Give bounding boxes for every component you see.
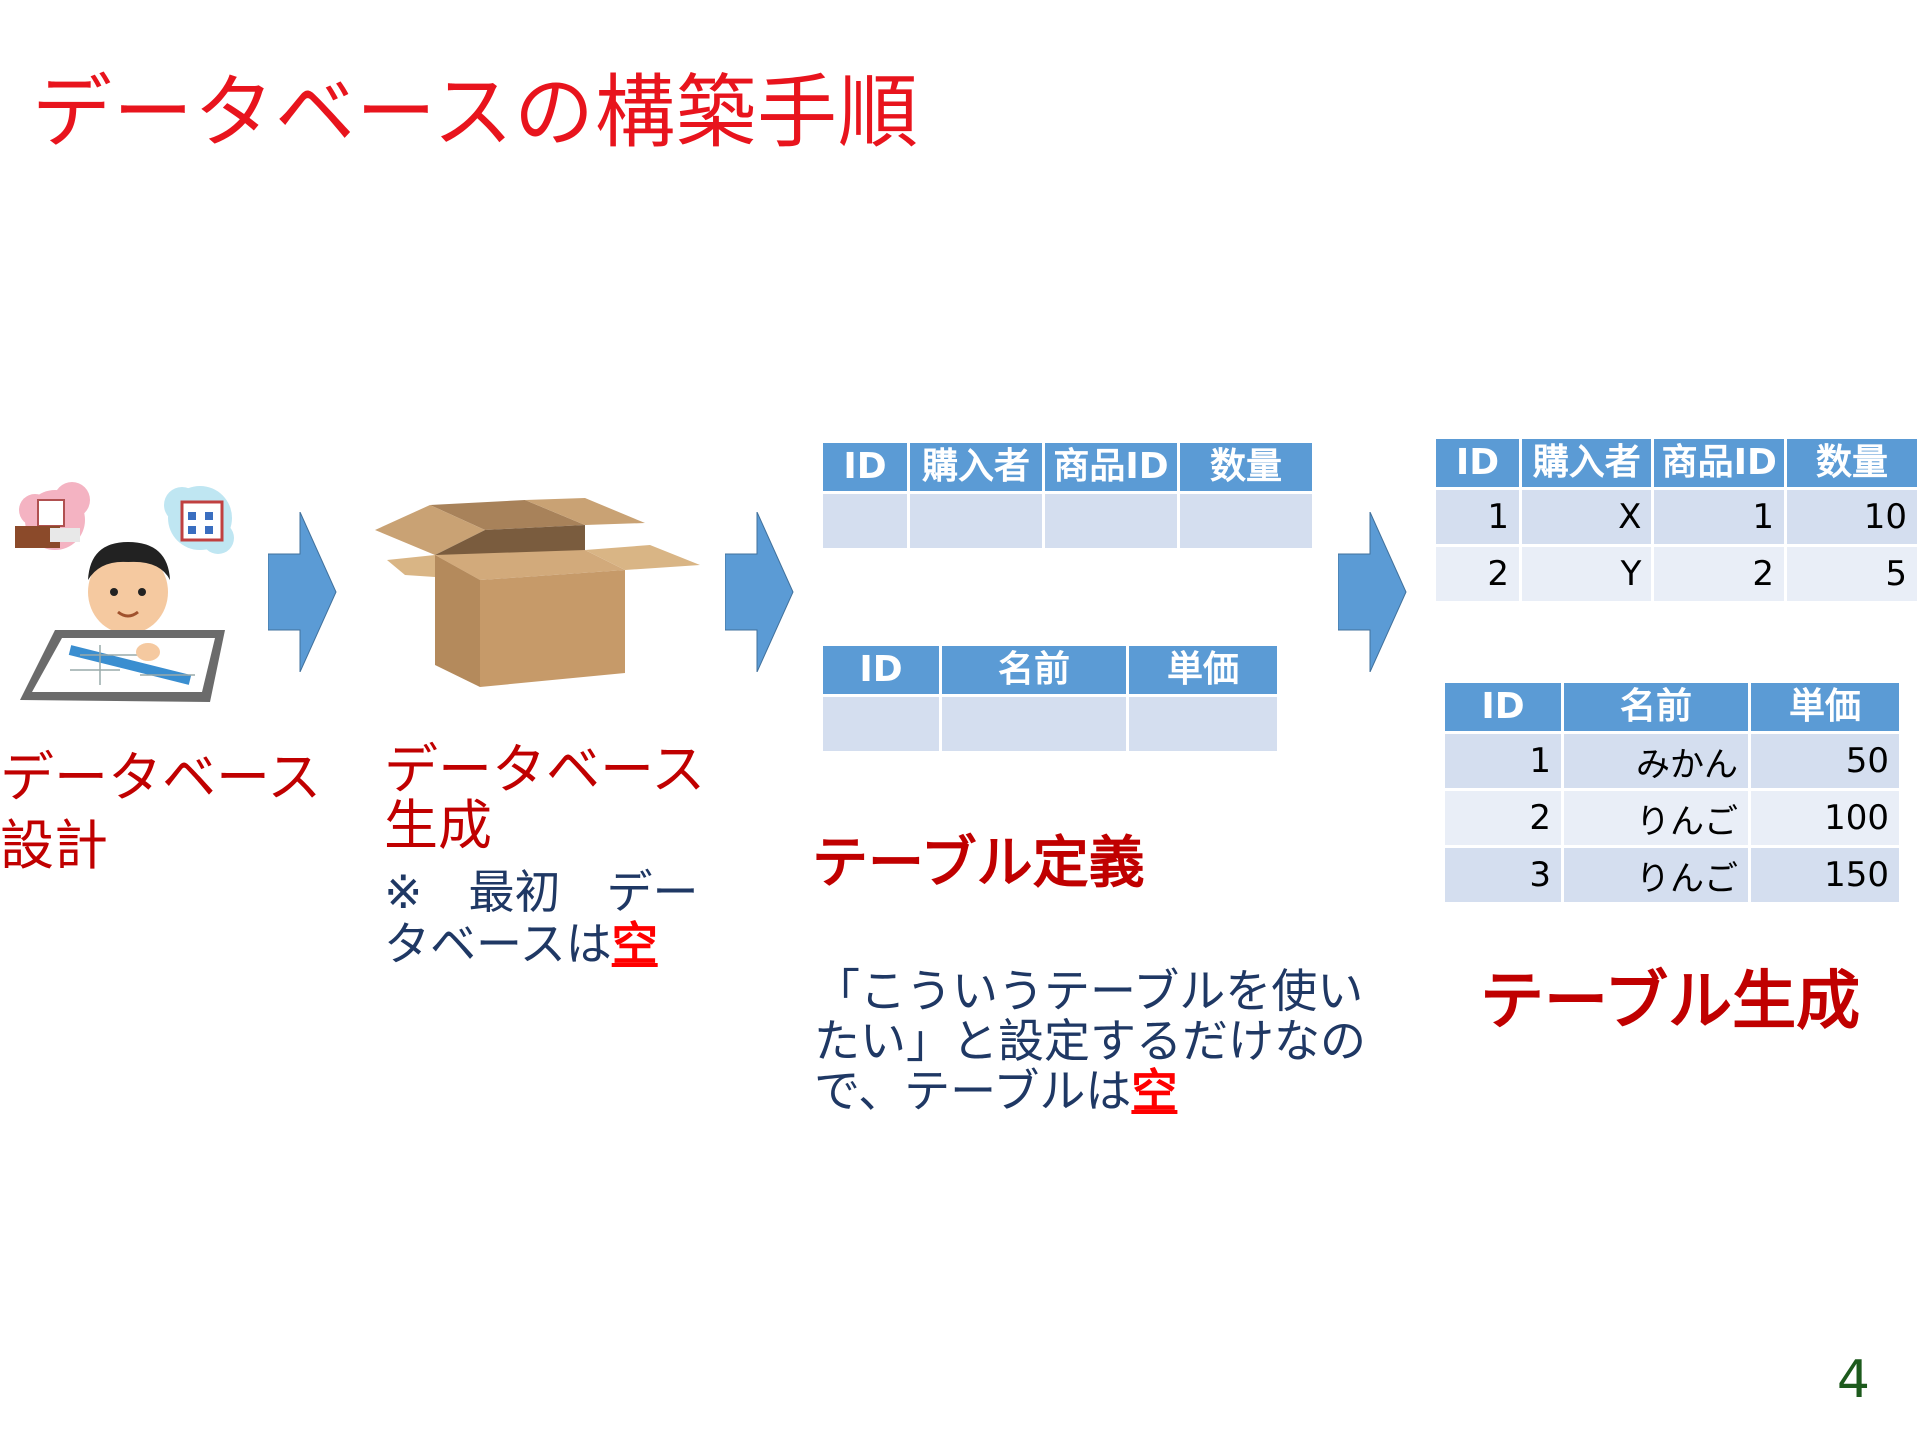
slide-title: データベースの構築手順: [32, 66, 919, 159]
column-header: ID: [823, 646, 939, 694]
table-row: 3 りんご 150: [1445, 848, 1899, 902]
step1-label: データベース 設計: [0, 746, 322, 877]
column-header: ID: [823, 443, 907, 491]
table-row: 1 みかん 50: [1445, 734, 1899, 788]
table-row: 1 X 1 10: [1436, 490, 1917, 544]
products-table-filled: ID 名前 単価 1 みかん 50 2 りんご 100 3 りんご 150: [1442, 680, 1902, 905]
arrow-right-icon: [1338, 512, 1407, 672]
table-cell: 50: [1751, 734, 1899, 788]
step4-label: テーブル生成: [1480, 965, 1861, 1039]
table-cell: りんご: [1564, 791, 1748, 845]
table-header-row: ID 名前 単価: [1445, 683, 1899, 731]
column-header: ID: [1436, 439, 1520, 487]
table-cell: [1129, 697, 1277, 751]
column-header: 購入者: [1522, 439, 1652, 487]
table-header-row: ID 購入者 商品ID 数量: [823, 443, 1312, 491]
arrow-right-icon: [725, 512, 794, 672]
empty-highlight: 空: [1131, 1064, 1178, 1118]
products-table-empty: ID 名前 単価: [820, 643, 1280, 754]
column-header: 商品ID: [1045, 443, 1177, 491]
purchases-table-filled: ID 購入者 商品ID 数量 1 X 1 10 2 Y 2 5: [1433, 436, 1920, 604]
table-cell: 1: [1654, 490, 1785, 544]
page-number: 4: [1836, 1350, 1870, 1410]
table-cell: 10: [1787, 490, 1917, 544]
step2-label: データベース 生成: [384, 738, 706, 857]
column-header: 数量: [1180, 443, 1312, 491]
column-header: 名前: [942, 646, 1126, 694]
table-row: 2 りんご 100: [1445, 791, 1899, 845]
column-header: 数量: [1787, 439, 1917, 487]
table-row: [823, 494, 1312, 548]
empty-highlight: 空: [611, 917, 658, 971]
table-cell: [910, 494, 1042, 548]
step3-label: テーブル定義: [812, 831, 1145, 896]
table-cell: [823, 494, 907, 548]
empty-cardboard-box-illustration: [375, 498, 700, 687]
person-designing-illustration: [15, 482, 234, 702]
table-cell: 2: [1436, 547, 1520, 601]
column-header: ID: [1445, 683, 1561, 731]
table-cell: 2: [1654, 547, 1785, 601]
column-header: 名前: [1564, 683, 1748, 731]
table-cell: 1: [1445, 734, 1561, 788]
table-cell: みかん: [1564, 734, 1748, 788]
column-header: 商品ID: [1654, 439, 1785, 487]
step2-note: ※ 最初 デー タベースは空: [384, 865, 699, 971]
table-cell: [942, 697, 1126, 751]
table-cell: りんご: [1564, 848, 1748, 902]
step3-quote: 「こういうテーブルを使い たい」と設定するだけなの で、テーブルは空: [814, 964, 1366, 1118]
column-header: 購入者: [910, 443, 1042, 491]
table-cell: 150: [1751, 848, 1899, 902]
table-cell: 1: [1436, 490, 1520, 544]
table-header-row: ID 名前 単価: [823, 646, 1277, 694]
table-row: 2 Y 2 5: [1436, 547, 1917, 601]
purchases-table-empty: ID 購入者 商品ID 数量: [820, 440, 1315, 551]
table-cell: 3: [1445, 848, 1561, 902]
table-cell: [1045, 494, 1177, 548]
table-cell: 2: [1445, 791, 1561, 845]
table-cell: Y: [1522, 547, 1652, 601]
table-header-row: ID 購入者 商品ID 数量: [1436, 439, 1917, 487]
table-cell: 100: [1751, 791, 1899, 845]
arrow-right-icon: [268, 512, 337, 672]
table-cell: [823, 697, 939, 751]
column-header: 単価: [1751, 683, 1899, 731]
table-cell: X: [1522, 490, 1652, 544]
table-cell: 5: [1787, 547, 1917, 601]
column-header: 単価: [1129, 646, 1277, 694]
table-cell: [1180, 494, 1312, 548]
table-row: [823, 697, 1277, 751]
